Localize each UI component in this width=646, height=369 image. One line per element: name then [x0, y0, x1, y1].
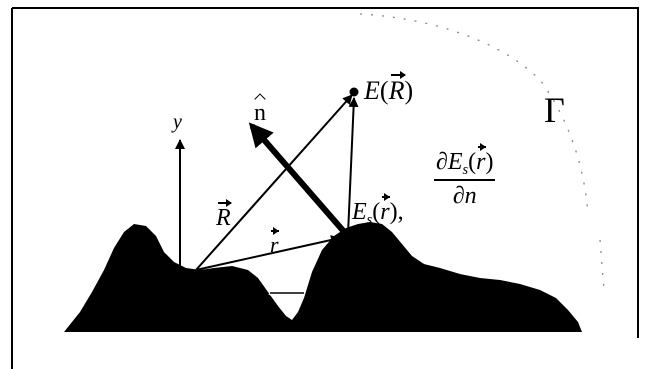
field-point-label: E(R) [364, 71, 414, 105]
vector-R-label: R [216, 199, 232, 231]
derivative-numerator: ∂Es(r) [434, 143, 496, 182]
vector-R-arrow [195, 94, 353, 271]
contour-gamma-label: Γ [544, 90, 565, 130]
normal-hat-symbol: n [254, 100, 266, 126]
terrain-surface [64, 222, 582, 332]
vector-r-symbol: r [270, 227, 279, 257]
vector-r-label: r [270, 227, 279, 257]
surface-field-label: Es(r), [352, 193, 404, 229]
field-point-dot [349, 87, 359, 97]
field-point-vec: R [388, 71, 406, 105]
y-axis-label: y [173, 111, 182, 133]
vector-r-arrow [195, 235, 341, 271]
vector-R-symbol: R [216, 199, 232, 231]
surface-field-arg: r [380, 193, 391, 225]
surface-to-field-arrow [347, 97, 359, 235]
derivative-denominator: ∂n [452, 183, 477, 210]
frame-border [11, 7, 639, 369]
normal-vector-arrow [248, 122, 349, 236]
surface-field-sub: s [366, 212, 373, 229]
field-point-fn: E [364, 76, 380, 105]
normal-derivative-fraction: ∂Es(r) ∂n [434, 143, 496, 210]
normal-label: n [254, 101, 266, 125]
terrain-valley-gap [268, 292, 300, 312]
surface-field-E: E [352, 199, 367, 225]
